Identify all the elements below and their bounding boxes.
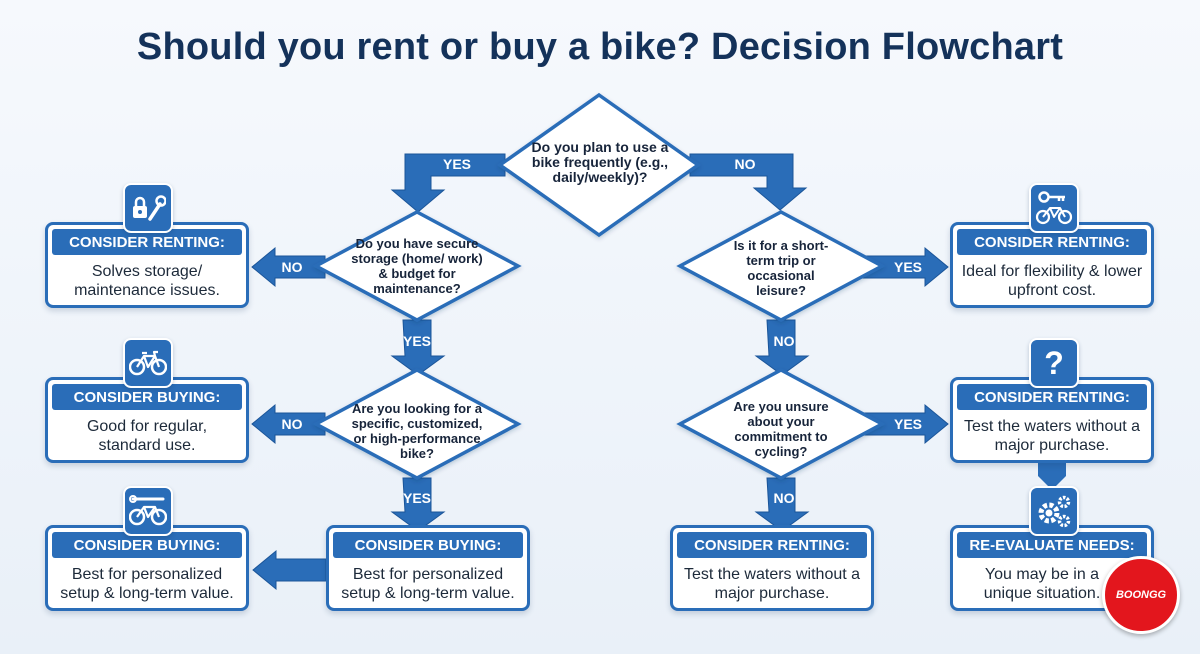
- decision-q2: [312, 210, 522, 322]
- arrow-q4-yes: [859, 246, 949, 288]
- arrow-o4-o3: [252, 549, 327, 591]
- question-q1: Do you plan to use a bike frequently (e.…: [531, 139, 669, 185]
- outcome-o8-header: RE-EVALUATE NEEDS:: [957, 532, 1147, 558]
- outcome-o1: CONSIDER RENTING: Solves storage/ mainte…: [45, 222, 249, 308]
- outcome-o3: CONSIDER BUYING: Best for personalized s…: [45, 525, 249, 611]
- outcome-o5-header: CONSIDER RENTING:: [957, 229, 1147, 255]
- question-mark-icon: ?: [1029, 338, 1079, 388]
- bicycle-icon: [123, 338, 173, 388]
- outcome-o6: CONSIDER RENTING: Test the waters withou…: [950, 377, 1154, 463]
- label-q5-yes: YES: [893, 416, 922, 432]
- outcome-o4: CONSIDER BUYING: Best for personalized s…: [326, 525, 530, 611]
- outcome-o6-body: Test the waters without a major purchase…: [963, 418, 1141, 454]
- gears-icon: [1029, 486, 1079, 536]
- brand-logo: BOONGG: [1102, 556, 1180, 634]
- label-q2-no: NO: [281, 259, 303, 275]
- arrow-q1-no: [689, 153, 808, 211]
- outcome-o7-header: CONSIDER RENTING:: [677, 532, 867, 558]
- label-q2-yes: YES: [402, 333, 431, 349]
- outcome-o2: CONSIDER BUYING: Good for regular, stand…: [45, 377, 249, 463]
- bicycle-tools-icon: [123, 486, 173, 536]
- label-q1-no: NO: [734, 156, 756, 172]
- outcome-o6-header: CONSIDER RENTING:: [957, 384, 1147, 410]
- outcome-o3-header: CONSIDER BUYING:: [52, 532, 242, 558]
- outcome-o5-body: Ideal for flexibility & lower upfront co…: [961, 263, 1143, 299]
- question-q3: Are you looking for a specific, customiz…: [351, 401, 483, 461]
- label-q5-no: NO: [773, 490, 795, 506]
- arrow-q2-yes: [390, 319, 446, 376]
- outcome-o1-body: Solves storage/ maintenance issues.: [74, 263, 220, 299]
- lock-wrench-icon: [123, 183, 173, 233]
- outcome-o4-header: CONSIDER BUYING:: [333, 532, 523, 558]
- outcome-o3-body: Best for personalized setup & long-term …: [60, 566, 234, 602]
- label-q4-yes: YES: [893, 259, 922, 275]
- arrow-q1-yes: [390, 153, 506, 213]
- outcome-o4-body: Best for personalized setup & long-term …: [341, 566, 515, 602]
- label-q3-yes: YES: [402, 490, 431, 506]
- page-title: Should you rent or buy a bike? Decision …: [136, 26, 1064, 68]
- outcome-o8-body: You may be in a unique situation.: [983, 566, 1101, 602]
- decision-q4: [676, 210, 886, 322]
- arrow-q3-no: [251, 403, 326, 445]
- outcome-o2-header: CONSIDER BUYING:: [52, 384, 242, 410]
- outcome-o7: CONSIDER RENTING: Test the waters withou…: [670, 525, 874, 611]
- outcome-o7-body: Test the waters without a major purchase…: [683, 566, 861, 602]
- brand-logo-text: BOONGG: [1115, 589, 1167, 601]
- question-q2: Do you have secure storage (home/ work) …: [351, 236, 483, 296]
- question-q4: Is it for a short-term trip or occasiona…: [733, 238, 829, 298]
- arrow-q4-no: [754, 319, 810, 376]
- arrow-q3-yes: [390, 477, 446, 532]
- arrow-q5-yes: [859, 403, 949, 445]
- outcome-o5: CONSIDER RENTING: Ideal for flexibility …: [950, 222, 1154, 308]
- question-q5: Are you unsure about your commitment to …: [733, 399, 829, 459]
- label-q1-yes: YES: [442, 156, 471, 172]
- decision-q1: [496, 92, 702, 238]
- arrow-q5-no: [754, 477, 810, 532]
- label-q3-no: NO: [281, 416, 303, 432]
- decision-q3: [312, 368, 522, 480]
- key-bicycle-icon: [1029, 183, 1079, 233]
- label-q4-no: NO: [773, 333, 795, 349]
- decision-q5: [676, 368, 886, 480]
- outcome-o2-body: Good for regular, standard use.: [86, 418, 208, 454]
- outcome-o1-header: CONSIDER RENTING:: [52, 229, 242, 255]
- arrow-o6-o8: [1038, 463, 1066, 490]
- arrow-q2-no: [251, 246, 326, 288]
